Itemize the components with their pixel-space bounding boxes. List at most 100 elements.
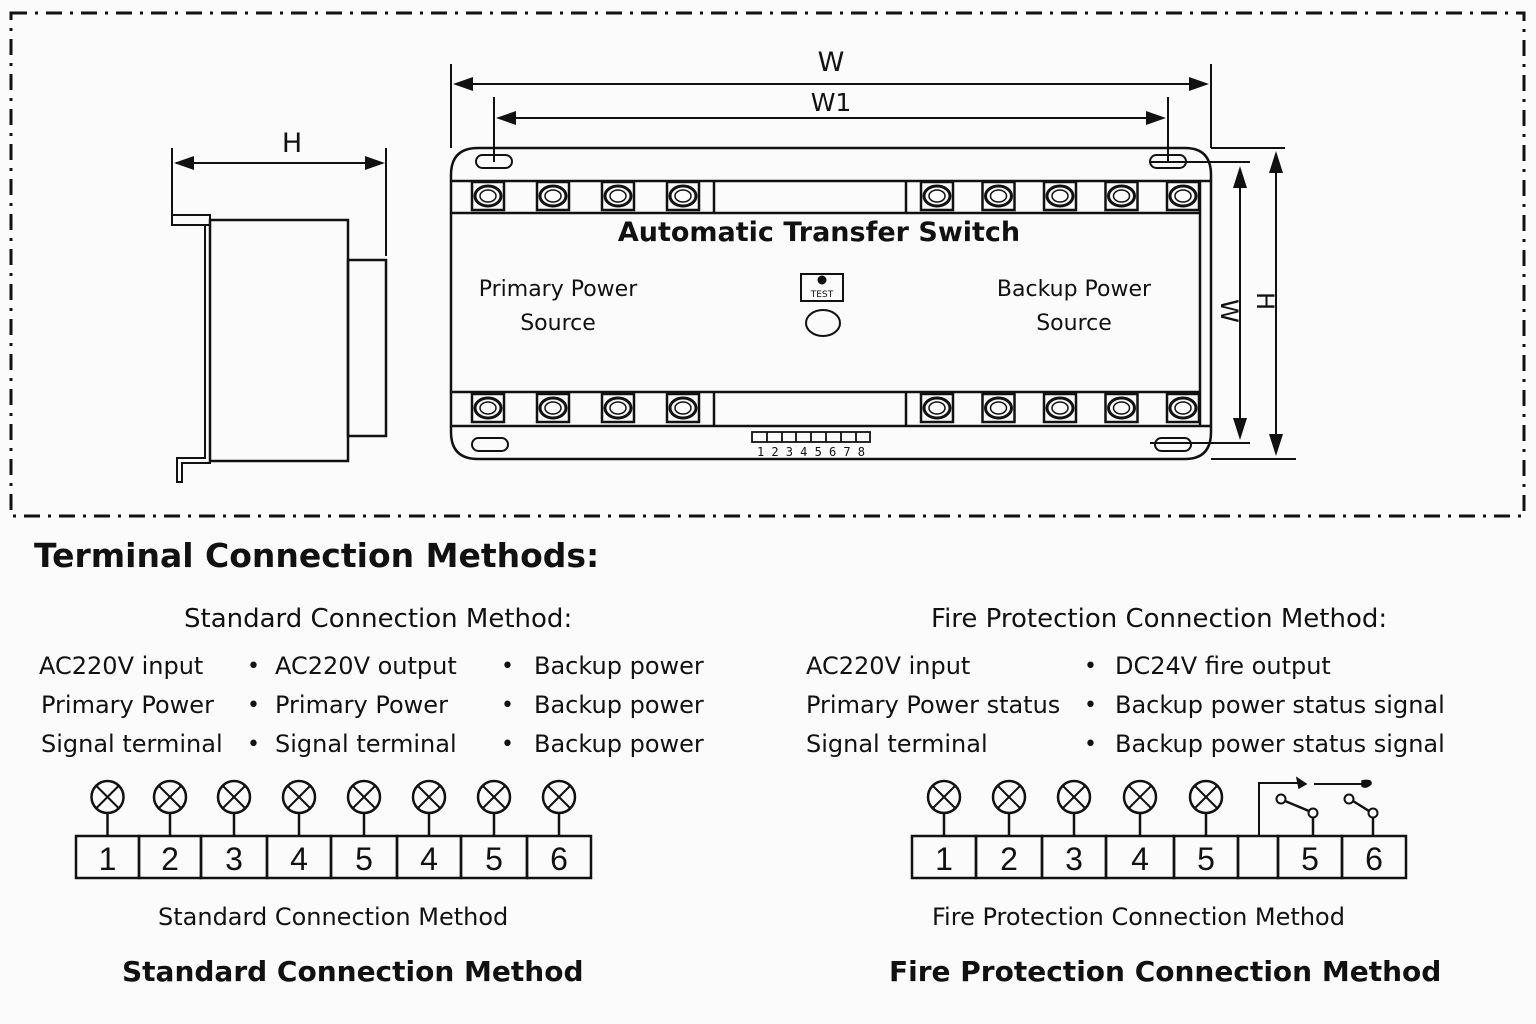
bullet-icon: • [247, 732, 260, 757]
terminal-cell: 5 [1276, 834, 1344, 880]
standard-col3-item: Backup power [534, 730, 704, 758]
terminal-number: 5 [1301, 841, 1319, 877]
lamp-icon [411, 779, 447, 836]
terminal-cell: 5 [459, 834, 529, 880]
fire-col2-item: Backup power status signal [1115, 691, 1445, 719]
terminal-cell: 4 [265, 834, 333, 880]
bullet-icon: • [501, 732, 514, 757]
terminal-number: 4 [420, 841, 438, 877]
standard-col2-item: Primary Power [275, 691, 448, 719]
terminal-number: 6 [550, 841, 568, 877]
terminal-cell: 3 [199, 834, 269, 880]
power-terminal-screw [600, 392, 636, 424]
terminal-number: 4 [290, 841, 308, 877]
bullet-icon: • [1084, 732, 1097, 757]
power-terminal-screw [1042, 180, 1078, 212]
terminal-cell: 5 [329, 834, 399, 880]
terminal-cell: 1 [910, 834, 978, 880]
terminal-number: 6 [1365, 841, 1383, 877]
terminal-cell: 5 [1172, 834, 1240, 880]
lamp-icon [991, 779, 1027, 836]
terminal-cell: 4 [395, 834, 463, 880]
terminal-number: 3 [225, 841, 243, 877]
device-title: Automatic Transfer Switch [618, 217, 1020, 248]
dim-label-side-h: H [282, 128, 302, 159]
lamp-icon [1056, 779, 1092, 836]
test-label: TEST [810, 290, 834, 300]
lamp-icon [152, 779, 188, 836]
standard-lamps [90, 779, 577, 836]
terminal-number: 5 [1197, 841, 1215, 877]
lamp-icon [476, 779, 512, 836]
power-terminal-screw [1165, 180, 1201, 212]
terminal-number: 1 [99, 841, 117, 877]
relay-contacts-icon [1258, 776, 1379, 836]
fire-heading: Fire Protection Connection Method: [931, 604, 1388, 634]
power-terminal-screw [600, 180, 636, 212]
terminal-number: 5 [355, 841, 373, 877]
terminal-number: 3 [1065, 841, 1083, 877]
terminal-cell: 6 [525, 834, 593, 880]
fire-col2-item: DC24V fire output [1115, 652, 1331, 680]
backup-source-line2: Source [1036, 311, 1112, 336]
fire-caption-bold: Fire Protection Connection Method [889, 955, 1442, 988]
lamp-icon [281, 779, 317, 836]
test-indicator [800, 273, 844, 337]
bullet-icon: • [1084, 693, 1097, 718]
standard-col2-item: AC220V output [275, 652, 457, 680]
lamp-icon [926, 779, 962, 836]
power-terminal-screw [470, 180, 506, 212]
bullet-icon: • [247, 654, 260, 679]
power-terminal-screw [665, 392, 701, 424]
power-terminal-screw [1165, 392, 1201, 424]
power-terminal-screw [535, 392, 571, 424]
bullet-icon: • [501, 693, 514, 718]
fire-col1-item: Primary Power status [806, 691, 1061, 719]
fire-caption: Fire Protection Connection Method [932, 903, 1345, 931]
terminal-cell: 1 [74, 834, 141, 880]
primary-source-line2: Source [520, 311, 596, 336]
power-terminal-screw [470, 392, 506, 424]
standard-heading: Standard Connection Method: [184, 604, 573, 634]
power-terminal-screw [1104, 392, 1139, 424]
terminal-number: 1 [935, 841, 953, 877]
control-terminal-numbers: 1 2 3 4 5 6 7 8 [757, 445, 865, 459]
terminal-cell: 2 [974, 834, 1044, 880]
front-view [449, 146, 1213, 461]
standard-caption: Standard Connection Method [158, 903, 509, 931]
lamp-icon [1122, 779, 1158, 836]
standard-col3-item: Backup power [534, 691, 704, 719]
terminal-cell: 6 [1340, 834, 1408, 880]
lamp-icon [541, 779, 577, 836]
standard-col1-item: Primary Power [41, 691, 214, 719]
dim-label-right-h: H [1251, 292, 1279, 310]
power-terminal-screw [919, 392, 955, 424]
lamp-icon [1188, 779, 1224, 836]
terminal-cell: 4 [1104, 834, 1176, 880]
side-view [171, 148, 388, 483]
backup-source-line1: Backup Power [997, 277, 1152, 302]
standard-col1-item: Signal terminal [41, 730, 223, 758]
power-terminal-screw [1104, 180, 1139, 212]
terminal-cell: 3 [1040, 834, 1108, 880]
power-terminal-screw [665, 180, 701, 212]
power-terminal-screw [1042, 392, 1078, 424]
terminal-number: 4 [1131, 841, 1149, 877]
bullet-icon: • [1084, 654, 1097, 679]
fire-col1-item: AC220V input [806, 652, 971, 680]
power-terminal-screw [535, 180, 571, 212]
standard-caption-bold: Standard Connection Method [122, 955, 584, 988]
terminal-cell: 2 [137, 834, 203, 880]
fire-col1-item: Signal terminal [806, 730, 988, 758]
lamp-icon [216, 779, 252, 836]
power-terminal-screw [981, 180, 1016, 212]
dim-label-w: W [818, 47, 845, 78]
standard-col3-item: Backup power [534, 652, 704, 680]
lamp-icon [346, 779, 382, 836]
control-terminal-strip [751, 431, 871, 443]
dim-label-w1: W1 [811, 88, 852, 117]
drawing-border [9, 11, 1526, 518]
terminal-number: 2 [161, 841, 179, 877]
